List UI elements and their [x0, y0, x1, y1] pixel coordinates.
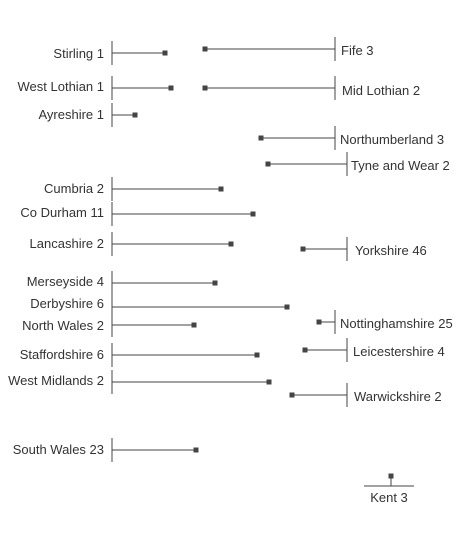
stirling-1-label: Stirling 1 — [53, 46, 104, 61]
west-midlands-2-label: West Midlands 2 — [8, 373, 104, 388]
cumbria-2-label: Cumbria 2 — [44, 181, 104, 196]
south-wales-23-label: South Wales 23 — [13, 442, 104, 457]
northumberland-3-dot — [258, 135, 264, 141]
yorkshire-46-dot — [300, 246, 306, 252]
cumbria-2-dot — [218, 186, 224, 192]
derbyshire-6-label: Derbyshire 6 — [30, 296, 104, 311]
nottinghamshire-25-label: Nottinghamshire 25 — [340, 316, 453, 331]
merseyside-4-dot — [212, 280, 218, 286]
kent-3-label: Kent 3 — [370, 490, 408, 505]
northumberland-3-label: Northumberland 3 — [340, 132, 444, 147]
leicestershire-4-label: Leicestershire 4 — [353, 344, 445, 359]
ayreshire-1-dot — [132, 112, 138, 118]
nottinghamshire-25-dot — [316, 319, 322, 325]
fife-3-label: Fife 3 — [341, 43, 374, 58]
derbyshire-6-dot — [284, 304, 290, 310]
mid-lothian-2-dot — [202, 85, 208, 91]
mid-lothian-2-label: Mid Lothian 2 — [342, 83, 420, 98]
staffordshire-6-dot — [254, 352, 260, 358]
warwickshire-2-dot — [289, 392, 295, 398]
warwickshire-2-label: Warwickshire 2 — [354, 389, 442, 404]
staffordshire-6-label: Staffordshire 6 — [20, 347, 104, 362]
co-durham-11-label: Co Durham 11 — [20, 205, 104, 220]
lancashire-2-label: Lancashire 2 — [30, 236, 104, 251]
north-wales-2-label: North Wales 2 — [22, 318, 104, 333]
leicestershire-4-dot — [302, 347, 308, 353]
tyne-and-wear-2-dot — [265, 161, 271, 167]
stirling-1-dot — [162, 50, 168, 56]
co-durham-11-dot — [250, 211, 256, 217]
west-midlands-2-dot — [266, 379, 272, 385]
south-wales-23-dot — [193, 447, 199, 453]
kent-3-dot — [388, 473, 394, 479]
fife-3-dot — [202, 46, 208, 52]
merseyside-4-label: Merseyside 4 — [27, 274, 104, 289]
ayreshire-1-label: Ayreshire 1 — [38, 107, 104, 122]
yorkshire-46-label: Yorkshire 46 — [355, 243, 427, 258]
north-wales-2-dot — [191, 322, 197, 328]
tyne-and-wear-2-label: Tyne and Wear 2 — [351, 158, 450, 173]
lancashire-2-dot — [228, 241, 234, 247]
west-lothian-1-dot — [168, 85, 174, 91]
west-lothian-1-label: West Lothian 1 — [18, 79, 104, 94]
